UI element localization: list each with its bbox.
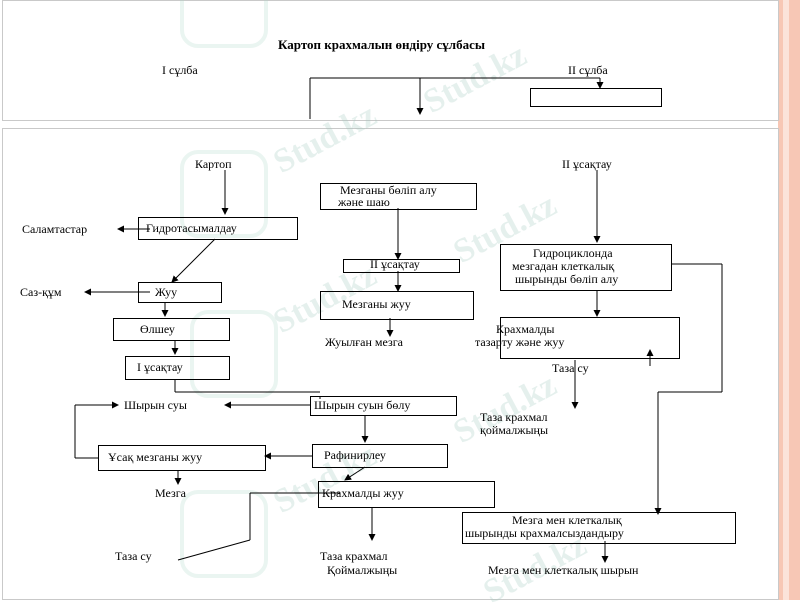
scheme-2-label: II сұлба <box>568 63 608 77</box>
node-krahmal-tazartu-b: тазарту және жуу <box>475 335 565 349</box>
node-gidrocyclon-b: мезгадан клеткалық <box>512 259 615 273</box>
node-mezga: Мезга <box>155 486 186 500</box>
node-mezga-bolu-a: Мезганы бөліп алу <box>340 183 437 197</box>
box-rafinirleu <box>312 444 448 468</box>
box-olsheu <box>113 318 230 341</box>
node-gidrocyclon-a: Гидроциклонда <box>533 246 613 260</box>
node-mezga-kletka-b: шырынды крахмалсыздандыру <box>465 526 624 540</box>
box-usaktau2-mid <box>343 259 460 273</box>
node-krahmal-tazartu-a: Крахмалды <box>496 322 555 336</box>
box-mezga-zhuu <box>320 291 474 320</box>
scheme-2-box <box>530 88 662 107</box>
box-krahmal-zhuu <box>318 481 495 508</box>
node-mezga-kletka-out: Мезга мен клеткалық шырын <box>488 563 639 577</box>
node-mezga-zhuu: Мезганы жуу <box>342 297 411 311</box>
node-krahmal-zhuu: Крахмалды жуу <box>322 486 404 500</box>
node-zhuu: Жуу <box>155 285 178 299</box>
node-shyryn-bolu: Шырын суын бөлу <box>314 398 411 412</box>
node-saz: Саз-құм <box>20 285 62 299</box>
box-gidrotasy <box>138 217 298 240</box>
node-gidrotasy: Гидротасымалдау <box>146 221 237 235</box>
node-taza-krahmal-1b: Қоймалжыңы <box>327 563 398 577</box>
box-gidrocyclon <box>500 244 672 291</box>
node-usaktau2-right: ІІ ұсақтау <box>562 157 612 171</box>
node-mezga-bolu-b: және шаю <box>338 195 390 209</box>
node-gidrocyclon-c: шырынды бөліп алу <box>515 272 619 286</box>
node-usaktau2-mid: ІІ ұсақтау <box>370 257 420 271</box>
top-panel <box>2 0 779 121</box>
node-taza-su-2: Таза су <box>552 361 589 375</box>
node-taza-su-1: Таза су <box>115 549 152 563</box>
box-zhuu <box>138 282 222 303</box>
node-usaktau1: І ұсақтау <box>137 360 183 374</box>
node-salamtastar: Саламтастар <box>22 222 88 236</box>
box-krahmal-tazartu <box>500 317 680 359</box>
box-usak-mezga <box>98 445 266 471</box>
box-mezga-bolu <box>320 183 477 210</box>
box-usaktau1 <box>125 356 230 380</box>
node-shyryn-suy: Шырын суы <box>124 398 187 412</box>
node-usak-mezga: Ұсақ мезганы жуу <box>108 450 203 464</box>
node-kartop: Картоп <box>195 157 232 171</box>
node-mezga-kletka-a: Мезга мен клеткалық <box>512 513 622 527</box>
node-taza-krahmal-2a: Таза крахмал <box>480 410 548 424</box>
scheme-1-label: I сұлба <box>162 63 198 77</box>
box-shyryn-bolu <box>310 396 457 416</box>
node-rafinirleu: Рафинирлеу <box>324 448 386 462</box>
slide-edge-stripe-inner <box>783 0 789 600</box>
node-olsheu: Өлшеу <box>140 322 175 336</box>
node-taza-krahmal-2b: қоймалжыңы <box>480 423 549 437</box>
box-mezga-kletka <box>462 512 736 544</box>
node-zhuylgan: Жуылған мезга <box>325 335 403 349</box>
diagram-title: Картоп крахмалын өндіру сұлбасы <box>278 37 486 52</box>
node-taza-krahmal-1a: Таза крахмал <box>320 549 388 563</box>
